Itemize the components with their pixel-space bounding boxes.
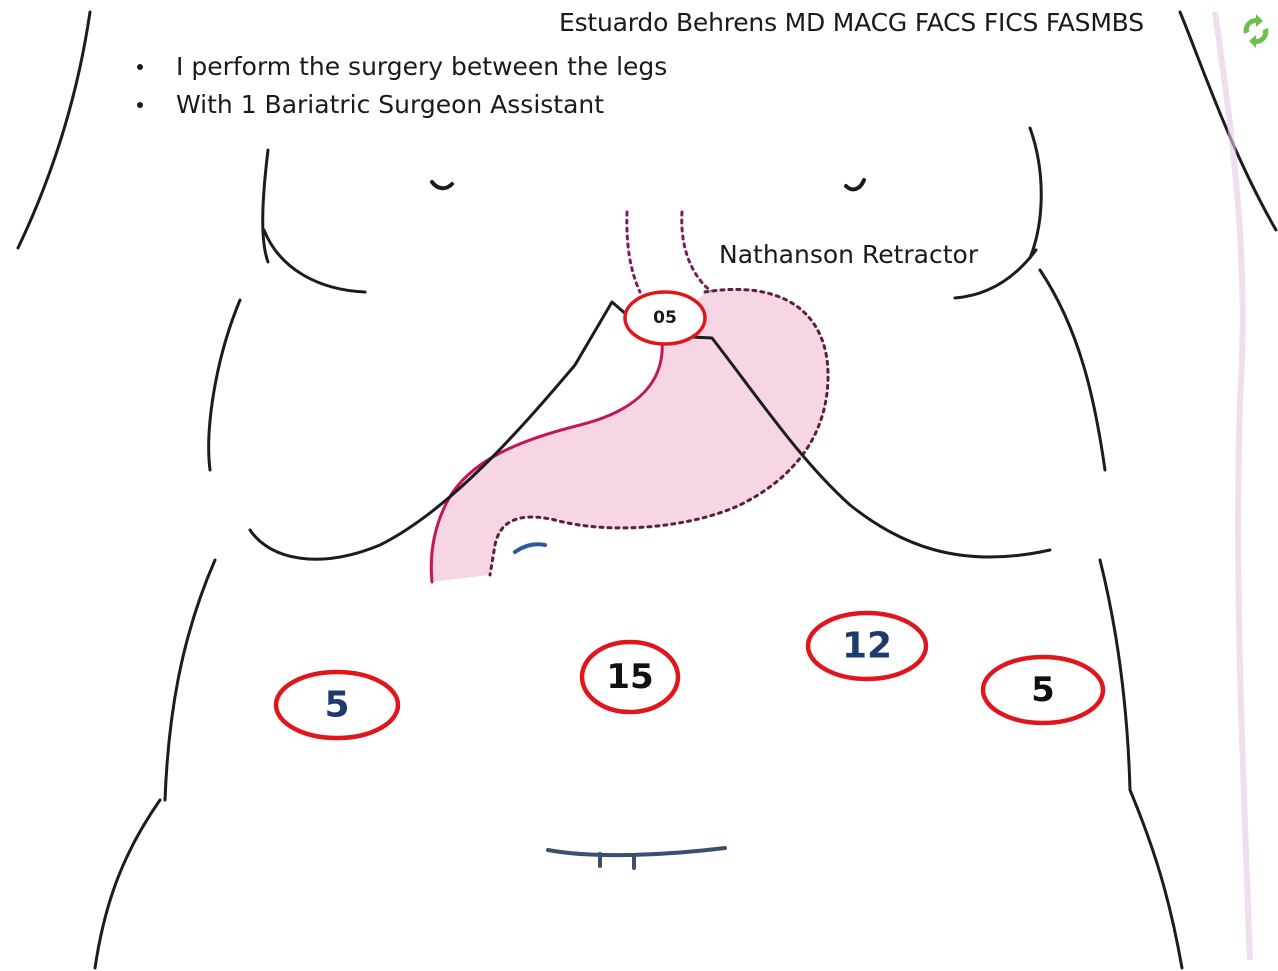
bullet-item: I perform the surgery between the legs: [130, 48, 667, 86]
bullet-item: With 1 Bariatric Surgeon Assistant: [130, 86, 667, 124]
bullet-dot: [137, 64, 143, 70]
stomach: [429, 289, 828, 582]
right-flank-shading: [1215, 12, 1250, 960]
torso-outline-left: [18, 12, 268, 968]
duodenum-hint: [515, 544, 545, 552]
bullet-dot: [137, 102, 143, 108]
author-credit: Estuardo Behrens MD MACG FACS FICS FASMB…: [559, 8, 1144, 37]
left-chest-fold: [264, 230, 365, 292]
retractor-label: Nathanson Retractor: [719, 240, 978, 269]
left-nipple: [432, 182, 452, 188]
bullet-text: I perform the surgery between the legs: [176, 52, 667, 81]
port-right-working-label: 12: [842, 626, 892, 667]
esophagus: [627, 212, 712, 292]
port-camera-label: 15: [606, 657, 653, 697]
bullet-text: With 1 Bariatric Surgeon Assistant: [176, 90, 604, 119]
bullet-list: I perform the surgery between the legs W…: [130, 48, 667, 124]
recycle-arrows-icon: [1238, 12, 1274, 48]
umbilicus: [548, 848, 725, 868]
right-nipple: [846, 180, 864, 189]
port-right-lateral-label: 5: [1031, 670, 1055, 710]
port-nathanson-label: 05: [653, 308, 677, 328]
port-left-lateral-label: 5: [324, 685, 349, 726]
